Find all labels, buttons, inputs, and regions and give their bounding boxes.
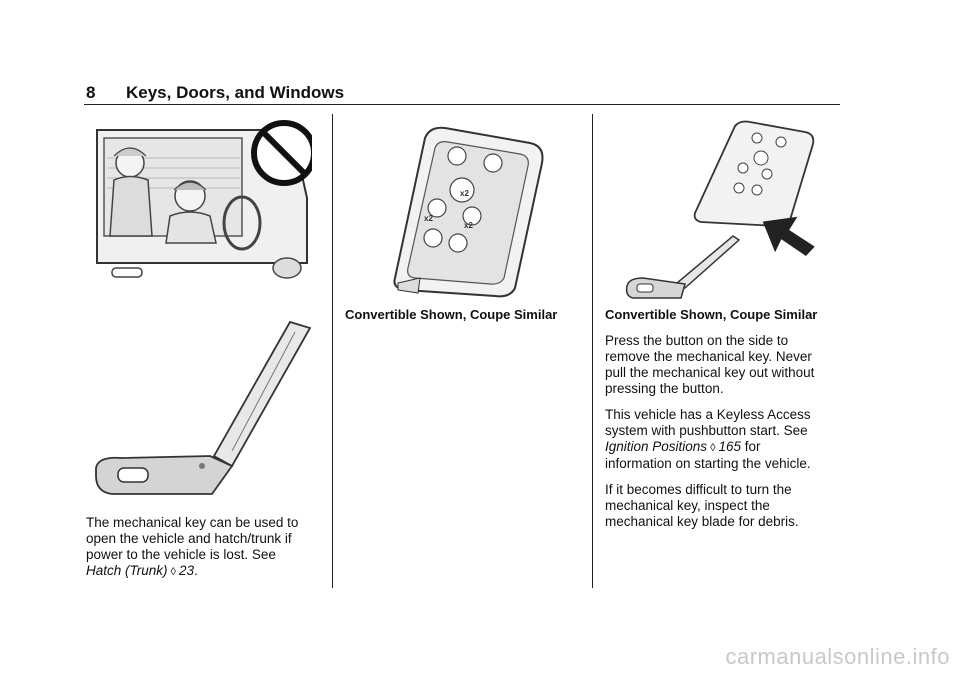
watermark: carmanualsonline.info — [725, 644, 950, 669]
panic-button-icon — [448, 233, 468, 253]
svg-text:x2: x2 — [460, 189, 469, 198]
lock-button-icon — [447, 146, 467, 166]
text-line: Press the button on the side to — [605, 333, 789, 348]
key-removal-paragraph: Press the button on the side to remove t… — [605, 333, 845, 397]
unlock-button-icon — [483, 153, 503, 173]
text-line: open the vehicle and hatch/trunk if — [86, 531, 292, 546]
text-line: remove the mechanical key. Never — [605, 349, 812, 364]
page-header: 8 Keys, Doors, and Windows — [86, 83, 344, 103]
key-removal-illustration — [625, 120, 815, 299]
convertible-top-button-icon — [423, 228, 443, 248]
mechanical-key-paragraph: The mechanical key can be used to open t… — [86, 515, 326, 580]
ignition-positions-xref[interactable]: Ignition Positions◊165 for — [605, 439, 845, 456]
text-line: This vehicle has a Keyless Access — [605, 407, 811, 422]
remote-start-button-icon — [449, 177, 475, 203]
hatch-trunk-xref[interactable]: Hatch (Trunk)◊23. — [86, 563, 326, 580]
key-fob-illustration: x2 x2 x2 — [393, 126, 544, 298]
xref-page[interactable]: 23 — [178, 563, 194, 578]
mechanical-key-illustration — [95, 320, 312, 495]
header-rule — [84, 104, 840, 105]
column-divider-2 — [592, 114, 593, 588]
page-number: 8 — [86, 83, 96, 102]
column-divider-1 — [332, 114, 333, 588]
text-line: pull the mechanical key out without — [605, 365, 815, 380]
page-ref-icon: ◊ — [710, 442, 716, 454]
section-title: Keys, Doors, and Windows — [126, 83, 345, 102]
roof-button-icon — [427, 198, 447, 218]
column-3-text: Press the button on the side to remove t… — [605, 333, 845, 540]
svg-text:x2: x2 — [464, 221, 473, 230]
text-fragment: for — [744, 439, 761, 454]
xref-title[interactable]: Hatch (Trunk) — [86, 563, 168, 578]
text-line: power to the vehicle is lost. See — [86, 547, 276, 562]
key-debris-paragraph: If it becomes difficult to turn the mech… — [605, 482, 845, 530]
xref-page[interactable]: 165 — [718, 439, 742, 454]
text-line: system with pushbutton start. See — [605, 423, 808, 438]
text-line: mechanical key, inspect the — [605, 498, 770, 513]
page-ref-icon: ◊ — [170, 566, 176, 578]
text-line: mechanical key blade for debris. — [605, 514, 799, 529]
punctuation: . — [193, 563, 198, 578]
child-in-vehicle-illustration — [92, 118, 312, 293]
keyless-access-paragraph: This vehicle has a Keyless Access system… — [605, 407, 845, 472]
svg-text:x2: x2 — [424, 214, 433, 223]
arrow-icon — [762, 216, 815, 256]
trunk-button-icon — [462, 206, 482, 226]
text-line: information on starting the vehicle. — [605, 456, 811, 471]
figure-caption: Convertible Shown, Coupe Similar — [345, 307, 558, 322]
xref-title[interactable]: Ignition Positions — [605, 439, 708, 454]
text-line: The mechanical key can be used to — [86, 515, 299, 530]
text-line: pressing the button. — [605, 381, 724, 396]
figure-caption: Convertible Shown, Coupe Similar — [605, 307, 818, 322]
text-line: If it becomes difficult to turn the — [605, 482, 792, 497]
